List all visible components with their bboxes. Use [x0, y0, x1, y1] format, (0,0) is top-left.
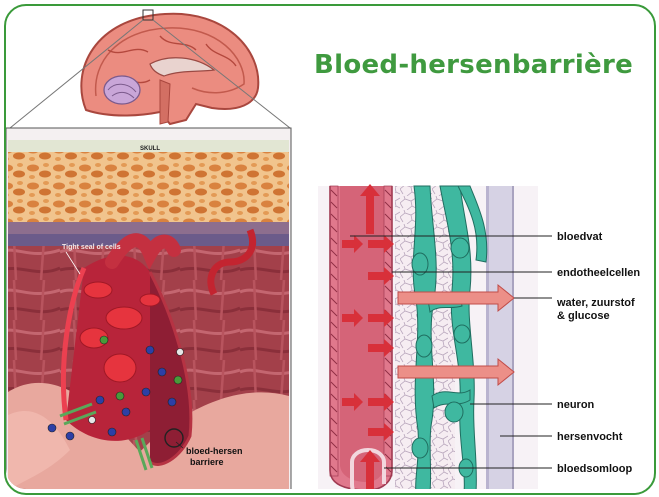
vessel-diagram	[318, 184, 552, 497]
barrier-label-line1: bloed-hersen	[186, 446, 243, 456]
zoomed-section	[6, 128, 291, 490]
label-bloedsomloop: bloedsomloop	[557, 463, 632, 475]
label-endotheelcellen: endotheelcellen	[557, 267, 640, 279]
page-title: Bloed-hersenbarrière	[314, 50, 633, 80]
label-neuron: neuron	[557, 399, 595, 411]
brain-illustration	[81, 10, 258, 124]
label-water-line1: water, zuurstof	[556, 297, 635, 309]
tight-seal-label: Tight seal of cells	[62, 244, 121, 251]
skull-label: SKULL	[140, 146, 160, 152]
label-water-line2: & glucose	[557, 310, 610, 322]
barrier-label-line2: barriere	[190, 457, 224, 467]
label-bloedvat: bloedvat	[557, 231, 603, 243]
label-hersenvocht: hersenvocht	[557, 431, 623, 443]
